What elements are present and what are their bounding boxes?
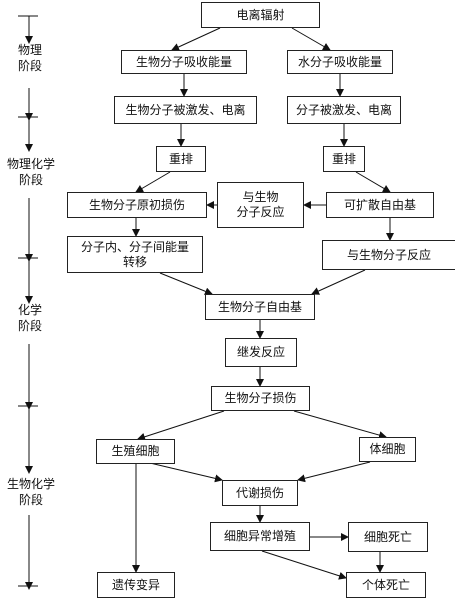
node-bio-damage: 生物分子损伤 <box>211 386 310 411</box>
node-water-absorb: 水分子吸收能量 <box>287 50 393 74</box>
node-bio-absorb: 生物分子吸收能量 <box>121 50 247 74</box>
node-rearrange-right: 重排 <box>323 146 365 172</box>
node-somatic-cell: 体细胞 <box>359 437 416 462</box>
node-react-center: 与生物 分子反应 <box>217 182 304 228</box>
node-bio-excite: 生物分子被激发、电离 <box>114 96 257 124</box>
node-abnormal-prolif: 细胞异常增殖 <box>210 522 310 551</box>
stage-label-chemical: 化学 阶段 <box>17 303 42 334</box>
node-individual-death: 个体死亡 <box>346 572 426 598</box>
node-germ-cell: 生殖细胞 <box>96 439 175 464</box>
node-radiation: 电离辐射 <box>201 2 320 28</box>
node-bio-radical: 生物分子自由基 <box>205 294 315 320</box>
stage-label-biochemical: 生物化学 阶段 <box>6 477 55 508</box>
node-bio-damage-primary: 生物分子原初损伤 <box>67 192 207 218</box>
node-water-excite: 分子被激发、电离 <box>287 96 401 124</box>
stage-label-physicochemical: 物理化学 阶段 <box>6 157 55 188</box>
node-react-right: 与生物分子反应 <box>322 240 455 270</box>
node-cell-death: 细胞死亡 <box>348 522 428 552</box>
stage-label-physical: 物理 阶段 <box>17 43 42 74</box>
node-genetic-variation: 遗传变异 <box>97 572 175 598</box>
node-secondary: 继发反应 <box>225 338 297 367</box>
node-energy-transfer: 分子内、分子间能量 转移 <box>67 236 203 273</box>
node-diffusible-radical: 可扩散自由基 <box>326 192 434 218</box>
stage-ticks <box>18 15 38 587</box>
node-rearrange-left: 重排 <box>156 146 206 172</box>
node-metabolic-damage: 代谢损伤 <box>222 480 298 506</box>
